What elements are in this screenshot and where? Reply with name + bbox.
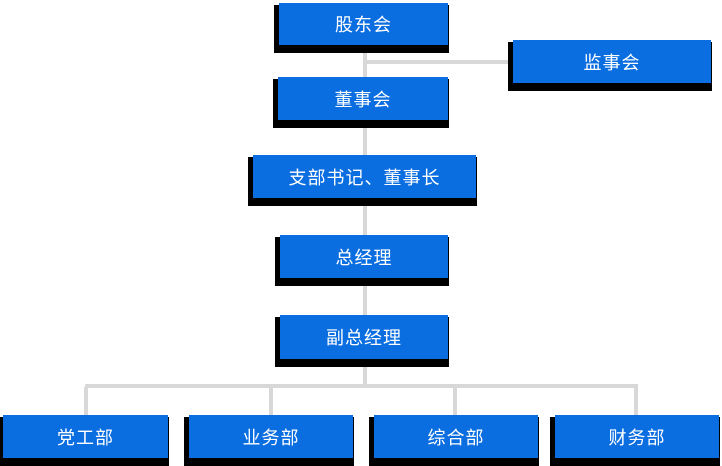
- node-branch-secretary-chairman: 支部书记、董事长: [253, 155, 476, 198]
- node-label: 副总经理: [326, 328, 402, 348]
- connector-drop-general-affairs-dept: [453, 387, 457, 416]
- node-board-of-directors: 董事会: [278, 77, 448, 120]
- node-label: 股东会: [335, 15, 392, 35]
- node-label: 监事会: [583, 52, 641, 73]
- connector-shareholders-supervisory: [365, 60, 513, 64]
- connector-secretary-gm: [363, 197, 367, 236]
- node-label: 业务部: [242, 427, 300, 448]
- node-label: 总经理: [335, 247, 393, 268]
- connector-gm-dgm: [363, 277, 367, 316]
- connector-departments-bus: [85, 384, 638, 388]
- node-party-work-department: 党工部: [3, 415, 168, 458]
- node-shareholders-meeting: 股东会: [279, 3, 448, 45]
- node-finance-department: 财务部: [555, 415, 719, 458]
- node-business-department: 业务部: [189, 415, 353, 458]
- node-deputy-general-manager: 副总经理: [280, 315, 448, 359]
- node-general-manager: 总经理: [280, 235, 448, 278]
- node-label: 党工部: [57, 427, 114, 448]
- connector-drop-party-work-dept: [84, 387, 88, 416]
- node-label: 支部书记、董事长: [288, 167, 441, 188]
- connector-dgm-stem: [363, 358, 367, 387]
- node-supervisory-board: 监事会: [513, 40, 711, 83]
- node-label: 董事会: [334, 89, 392, 110]
- connector-drop-finance-dept: [634, 387, 638, 416]
- node-label: 财务部: [608, 427, 666, 448]
- node-general-affairs-department: 综合部: [374, 415, 538, 458]
- connector-board-secretary: [363, 119, 367, 156]
- node-label: 综合部: [427, 427, 485, 448]
- connector-drop-business-dept: [269, 387, 273, 416]
